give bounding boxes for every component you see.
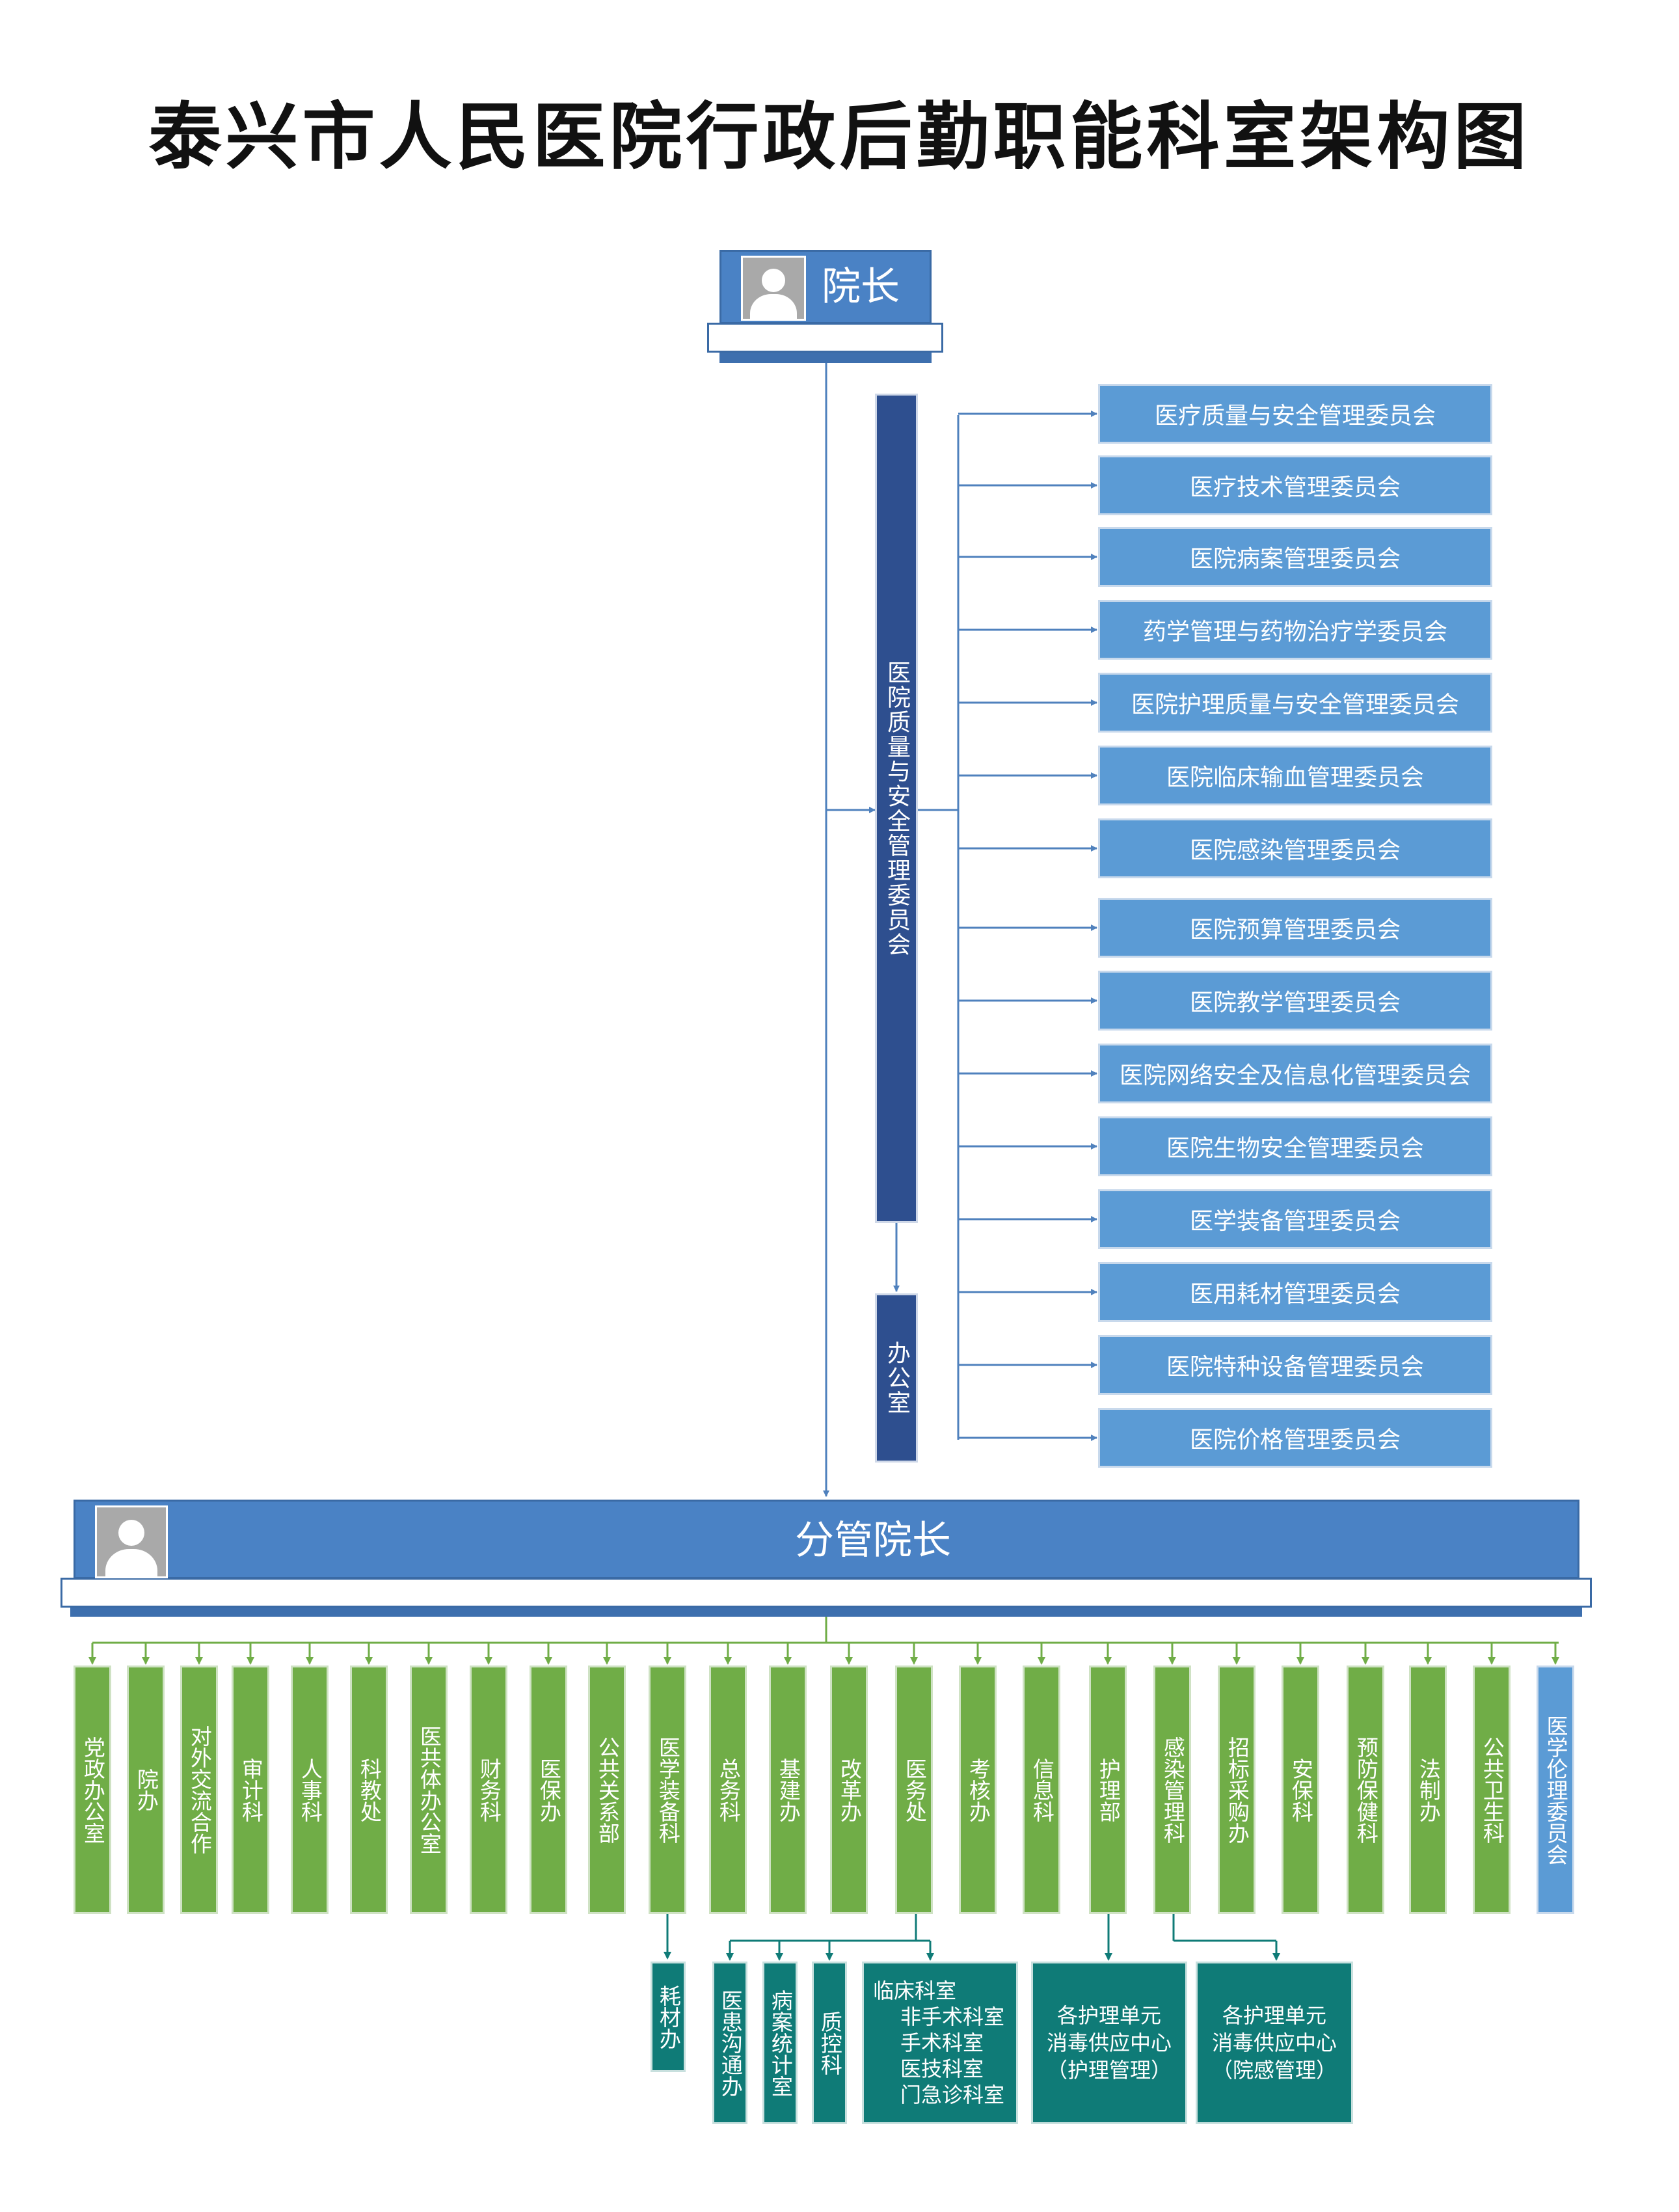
sub-unit-consumables: 耗材办 bbox=[651, 1962, 686, 2072]
committee-box: 医院价格管理委员会 bbox=[1098, 1408, 1492, 1468]
sub-unit-infection: 各护理单元 消毒供应中心 （院感管理） bbox=[1196, 1962, 1353, 2124]
department-box: 安保科 bbox=[1282, 1666, 1319, 1914]
committee-box: 医疗质量与安全管理委员会 bbox=[1098, 384, 1492, 444]
committee-box: 医院病案管理委员会 bbox=[1098, 527, 1492, 587]
committee-box: 医用耗材管理委员会 bbox=[1098, 1262, 1492, 1322]
office-box: 办公室 bbox=[875, 1293, 918, 1463]
president-card: 院长 bbox=[719, 250, 932, 324]
quality-committee-bar: 医院质量与安全管理委员会 bbox=[875, 394, 918, 1223]
department-box: 医学装备科 bbox=[649, 1666, 686, 1914]
sub-unit-clinical: 临床科室 非手术科室 手术科室 医技科室 门急诊科室 bbox=[862, 1962, 1018, 2124]
department-box: 信息科 bbox=[1023, 1666, 1060, 1914]
committee-box: 医院感染管理委员会 bbox=[1098, 818, 1492, 878]
person-avatar-icon bbox=[95, 1505, 168, 1578]
department-box: 招标采购办 bbox=[1218, 1666, 1256, 1914]
department-box: 医学伦理委员会 bbox=[1537, 1666, 1574, 1914]
nursing-line: 各护理单元 bbox=[1056, 2003, 1161, 2028]
department-box: 公共卫生科 bbox=[1473, 1666, 1511, 1914]
committee-box: 医院特种设备管理委员会 bbox=[1098, 1335, 1492, 1395]
department-box: 总务科 bbox=[709, 1666, 747, 1914]
sub-unit-records: 病案统计室 bbox=[762, 1962, 798, 2124]
department-box: 医共体办公室 bbox=[410, 1666, 448, 1914]
sub-unit-nursing: 各护理单元 消毒供应中心 （护理管理） bbox=[1031, 1962, 1187, 2124]
department-box: 财务科 bbox=[470, 1666, 507, 1914]
clinical-title: 临床科室 bbox=[873, 1978, 957, 2003]
president-card-base bbox=[707, 323, 943, 353]
clinical-item: 非手术科室 bbox=[900, 2004, 1005, 2029]
department-box: 党政办公室 bbox=[74, 1666, 111, 1914]
clinical-item: 医技科室 bbox=[900, 2057, 984, 2081]
page-title: 泰兴市人民医院行政后勤职能科室架构图 bbox=[148, 94, 1531, 180]
person-avatar-icon bbox=[741, 256, 806, 321]
vice-president-card-shadow bbox=[70, 1608, 1582, 1617]
committee-box: 医院预算管理委员会 bbox=[1098, 898, 1492, 958]
sub-unit-doctor-patient: 医患沟通办 bbox=[712, 1962, 747, 2124]
department-box: 基建办 bbox=[769, 1666, 807, 1914]
department-box: 医保办 bbox=[530, 1666, 567, 1914]
department-box: 对外交流合作 bbox=[180, 1666, 218, 1914]
committee-box: 医院网络安全及信息化管理委员会 bbox=[1098, 1044, 1492, 1103]
committee-box: 药学管理与药物治疗学委员会 bbox=[1098, 600, 1492, 660]
infection-line: 消毒供应中心 bbox=[1211, 2030, 1337, 2055]
nursing-line: 消毒供应中心 bbox=[1046, 2030, 1172, 2055]
clinical-item: 手术科室 bbox=[900, 2030, 984, 2055]
department-box: 医务处 bbox=[895, 1666, 933, 1914]
infection-line: （院感管理） bbox=[1211, 2058, 1337, 2083]
committee-box: 医院临床输血管理委员会 bbox=[1098, 746, 1492, 805]
infection-line: 各护理单元 bbox=[1222, 2003, 1326, 2028]
department-box: 审计科 bbox=[232, 1666, 269, 1914]
department-box: 法制办 bbox=[1409, 1666, 1447, 1914]
clinical-item: 门急诊科室 bbox=[900, 2083, 1005, 2107]
vice-president-card: 分管院长 bbox=[74, 1500, 1579, 1579]
sub-unit-quality-control: 质控科 bbox=[812, 1962, 847, 2124]
department-box: 护理部 bbox=[1089, 1666, 1127, 1914]
committee-box: 医院生物安全管理委员会 bbox=[1098, 1116, 1492, 1176]
department-box: 预防保健科 bbox=[1347, 1666, 1384, 1914]
department-box: 科教处 bbox=[350, 1666, 388, 1914]
department-box: 院办 bbox=[127, 1666, 165, 1914]
vice-president-label: 分管院长 bbox=[795, 1518, 951, 1563]
department-box: 公共关系部 bbox=[588, 1666, 626, 1914]
committee-box: 医疗技术管理委员会 bbox=[1098, 455, 1492, 515]
president-label: 院长 bbox=[822, 264, 900, 310]
department-box: 感染管理科 bbox=[1153, 1666, 1191, 1914]
committee-box: 医学装备管理委员会 bbox=[1098, 1189, 1492, 1249]
department-box: 考核办 bbox=[959, 1666, 997, 1914]
nursing-line: （护理管理） bbox=[1046, 2058, 1172, 2083]
department-box: 人事科 bbox=[291, 1666, 329, 1914]
committee-box: 医院教学管理委员会 bbox=[1098, 971, 1492, 1031]
vice-president-card-base bbox=[60, 1578, 1592, 1608]
committee-box: 医院护理质量与安全管理委员会 bbox=[1098, 673, 1492, 733]
department-box: 改革办 bbox=[830, 1666, 868, 1914]
